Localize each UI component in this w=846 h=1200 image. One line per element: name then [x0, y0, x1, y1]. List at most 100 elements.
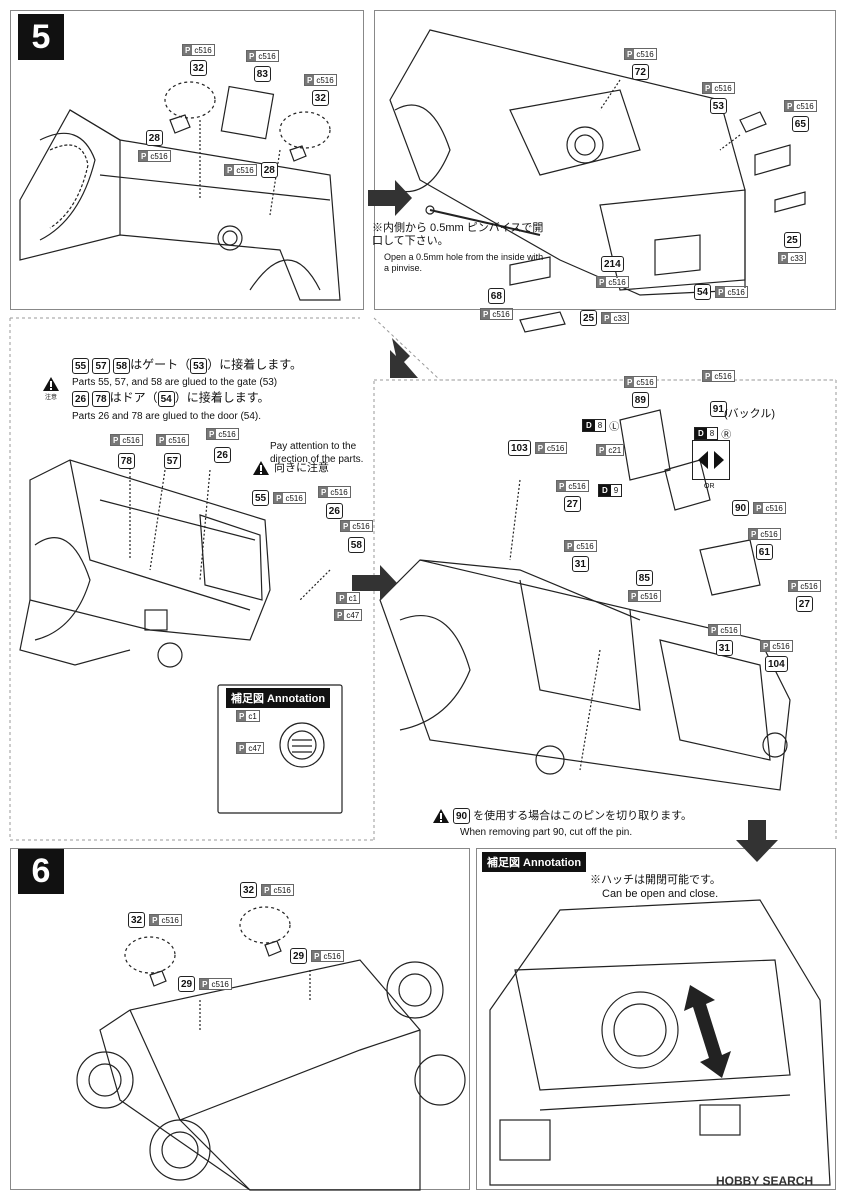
step5-panel-b — [374, 10, 836, 310]
note-text: を使用する場合はこのピンを切り取ります。 — [473, 809, 693, 822]
part-number: 25 — [580, 310, 598, 326]
warning-icon-b — [252, 460, 270, 476]
part-number: 31 — [571, 556, 589, 572]
part-number: 85 — [635, 570, 653, 586]
part-number: 72 — [631, 64, 649, 80]
part-number: 90 — [732, 500, 750, 516]
pin-note-en: When removing part 90, cut off the pin. — [460, 827, 633, 838]
part-number: 27 — [563, 496, 581, 512]
part-number: 78 — [117, 453, 135, 469]
double-arrow-icon — [698, 451, 724, 469]
side-mark: Ⓡ — [721, 430, 732, 441]
step-number-5: 5 — [18, 14, 64, 60]
note-text: はドア（ — [109, 390, 158, 405]
part-number: 89 — [631, 392, 649, 408]
note-text: はゲート（ — [130, 357, 191, 372]
part-number: 29 — [178, 976, 196, 992]
warning-icon — [43, 377, 59, 391]
part-number: 103 — [508, 440, 531, 456]
warning-icon — [253, 461, 269, 475]
step-number-6: 6 — [18, 848, 64, 894]
or-label: OR — [704, 483, 715, 490]
gate-note-en: Parts 55, 57, and 58 are glued to the ga… — [72, 377, 278, 388]
part-number: 83 — [253, 66, 271, 82]
part-number: 65 — [791, 116, 809, 132]
part-number: 55 — [72, 358, 90, 374]
part-number: 54 — [694, 284, 712, 300]
hatch-note-jp: ※ハッチは開閉可能です。 — [590, 874, 721, 886]
part-number: 90 — [453, 808, 471, 824]
pin-note-jp: 90 を使用する場合はこのピンを切り取ります。 — [432, 808, 692, 824]
buckle-label: (バックル) — [724, 408, 775, 420]
part-number: 26 — [213, 447, 231, 463]
part-number: 91 — [709, 401, 727, 417]
watermark: HOBBY SEARCH — [716, 1174, 814, 1188]
warning-caption: 注意 — [44, 395, 57, 401]
step6-panel — [10, 848, 470, 1190]
part-number: 53 — [190, 358, 208, 374]
part-number: 61 — [755, 544, 773, 560]
attention-note-jp: 向きに注意 — [274, 462, 329, 474]
part-number: 53 — [709, 98, 727, 114]
pinvise-note-jp: ※内側から 0.5mm ピンバイスで開口して下さい。 — [372, 222, 544, 247]
annotation-title-5c: 補足図 Annotation — [226, 688, 331, 708]
warning-icon — [433, 809, 449, 823]
part-number: 32 — [311, 90, 329, 106]
note-text: ）に接着します。 — [174, 390, 270, 405]
part-number: 26 — [72, 391, 90, 407]
part-number: 28 — [145, 130, 163, 146]
note-text: ）に接着します。 — [207, 357, 303, 372]
warning-icon-a: 注意 — [42, 376, 60, 405]
